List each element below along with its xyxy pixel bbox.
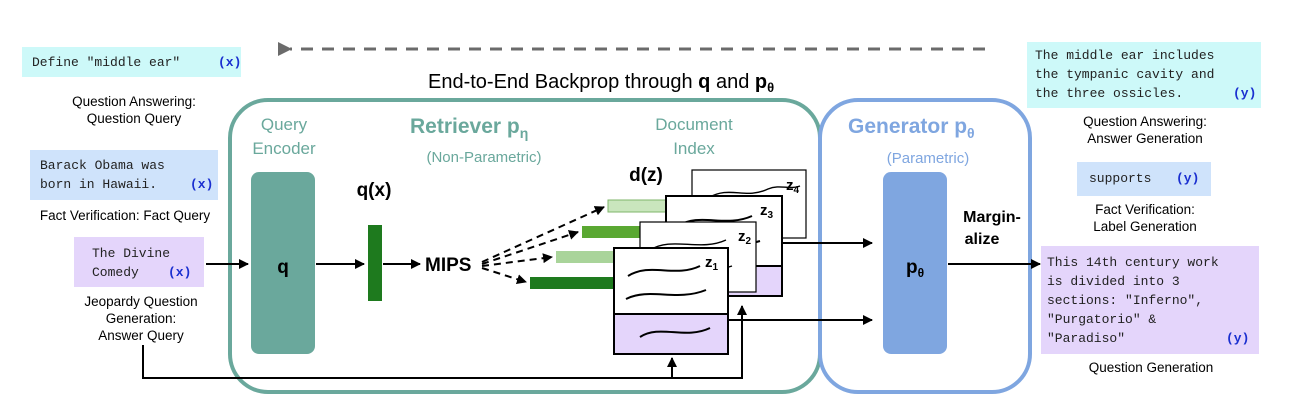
generator-block (883, 172, 947, 354)
output-qa-caption: Question Answering:Answer Generation (1083, 114, 1207, 146)
generator-title: Generator pθ (848, 115, 975, 141)
doc-vector-4 (607, 199, 671, 213)
input-jeopardy-line-1: The Divine (92, 246, 171, 261)
input-jeopardy-marker: (x) (168, 265, 192, 280)
retriever-subtitle: (Non-Parametric) (426, 149, 541, 166)
retriever-title: Retriever pη (410, 115, 528, 141)
input-fact-marker: (x) (190, 177, 214, 192)
output-jeopardy-line-4: "Purgatorio" & (1047, 312, 1157, 327)
svg-text:z2: z2 (738, 228, 752, 247)
output-jeopardy-line-5: "Paradiso" (1047, 331, 1126, 346)
output-fact-box: supports (y) (1077, 162, 1211, 196)
output-jeopardy-marker: (y) (1226, 331, 1250, 346)
input-fact-box: Barack Obama was born in Hawaii. (x) (30, 150, 218, 200)
mips-label: MIPS (425, 255, 471, 276)
query-encoder-label-2: Encoder (252, 139, 316, 158)
svg-text:z4: z4 (786, 177, 800, 196)
qx-label: q(x) (357, 180, 392, 201)
output-fact-text: supports (1089, 171, 1152, 186)
input-jeopardy-box: The Divine Comedy (x) (74, 237, 204, 287)
query-encoder-q: q (277, 257, 289, 278)
input-qa-box: Define "middle ear" (x) (22, 47, 241, 77)
query-encoder-label-1: Query (261, 115, 308, 134)
output-jeopardy-line-1: This 14th century work (1047, 255, 1219, 270)
output-qa-line-1: The middle ear includes (1035, 48, 1215, 63)
document-1: z1 (613, 247, 729, 355)
doc-vector-1 (530, 277, 618, 289)
backprop-title: End-to-End Backprop through q and pθ (428, 71, 774, 95)
output-fact-caption: Fact Verification:Label Generation (1093, 202, 1197, 234)
doc-index-label-1: Document (655, 115, 733, 134)
input-qa-text: Define "middle ear" (32, 55, 181, 70)
input-jeopardy-line-2: Comedy (92, 265, 139, 280)
query-encoder-block (251, 172, 315, 354)
output-qa-marker: (y) (1233, 86, 1257, 101)
output-qa-line-3: the three ossicles. (1035, 86, 1184, 101)
marginalize-label-1: Margin- (963, 209, 1021, 226)
svg-text:z1: z1 (705, 254, 719, 273)
output-qa-box: The middle ear includes the tympanic cav… (1027, 42, 1261, 108)
output-jeopardy-line-3: sections: "Inferno", (1047, 293, 1204, 308)
input-fact-line-1: Barack Obama was (40, 158, 165, 173)
output-jeopardy-line-2: is divided into 3 (1047, 274, 1180, 289)
generator-box (818, 98, 1032, 394)
input-fact-line-2: born in Hawaii. (40, 177, 158, 192)
generator-subtitle: (Parametric) (887, 150, 970, 167)
output-jeopardy-box: This 14th century work is divided into 3… (1041, 246, 1259, 354)
dz-label: d(z) (629, 165, 663, 186)
output-fact-marker: (y) (1176, 171, 1200, 186)
flow-arrows (142, 206, 1041, 379)
doc-index-label-2: Index (673, 139, 715, 158)
marginalize-label-2: alize (965, 231, 1000, 248)
query-vector (368, 225, 382, 301)
output-qa-line-2: the tympanic cavity and (1035, 67, 1215, 82)
svg-text:z3: z3 (760, 202, 774, 221)
output-jeopardy-caption: Question Generation (1088, 360, 1214, 375)
input-qa-marker: (x) (218, 55, 242, 70)
generator-p: pθ (906, 257, 924, 280)
input-qa-caption: Question Answering:Question Query (72, 94, 196, 126)
input-fact-caption: Fact Verification: Fact Query (39, 208, 211, 223)
